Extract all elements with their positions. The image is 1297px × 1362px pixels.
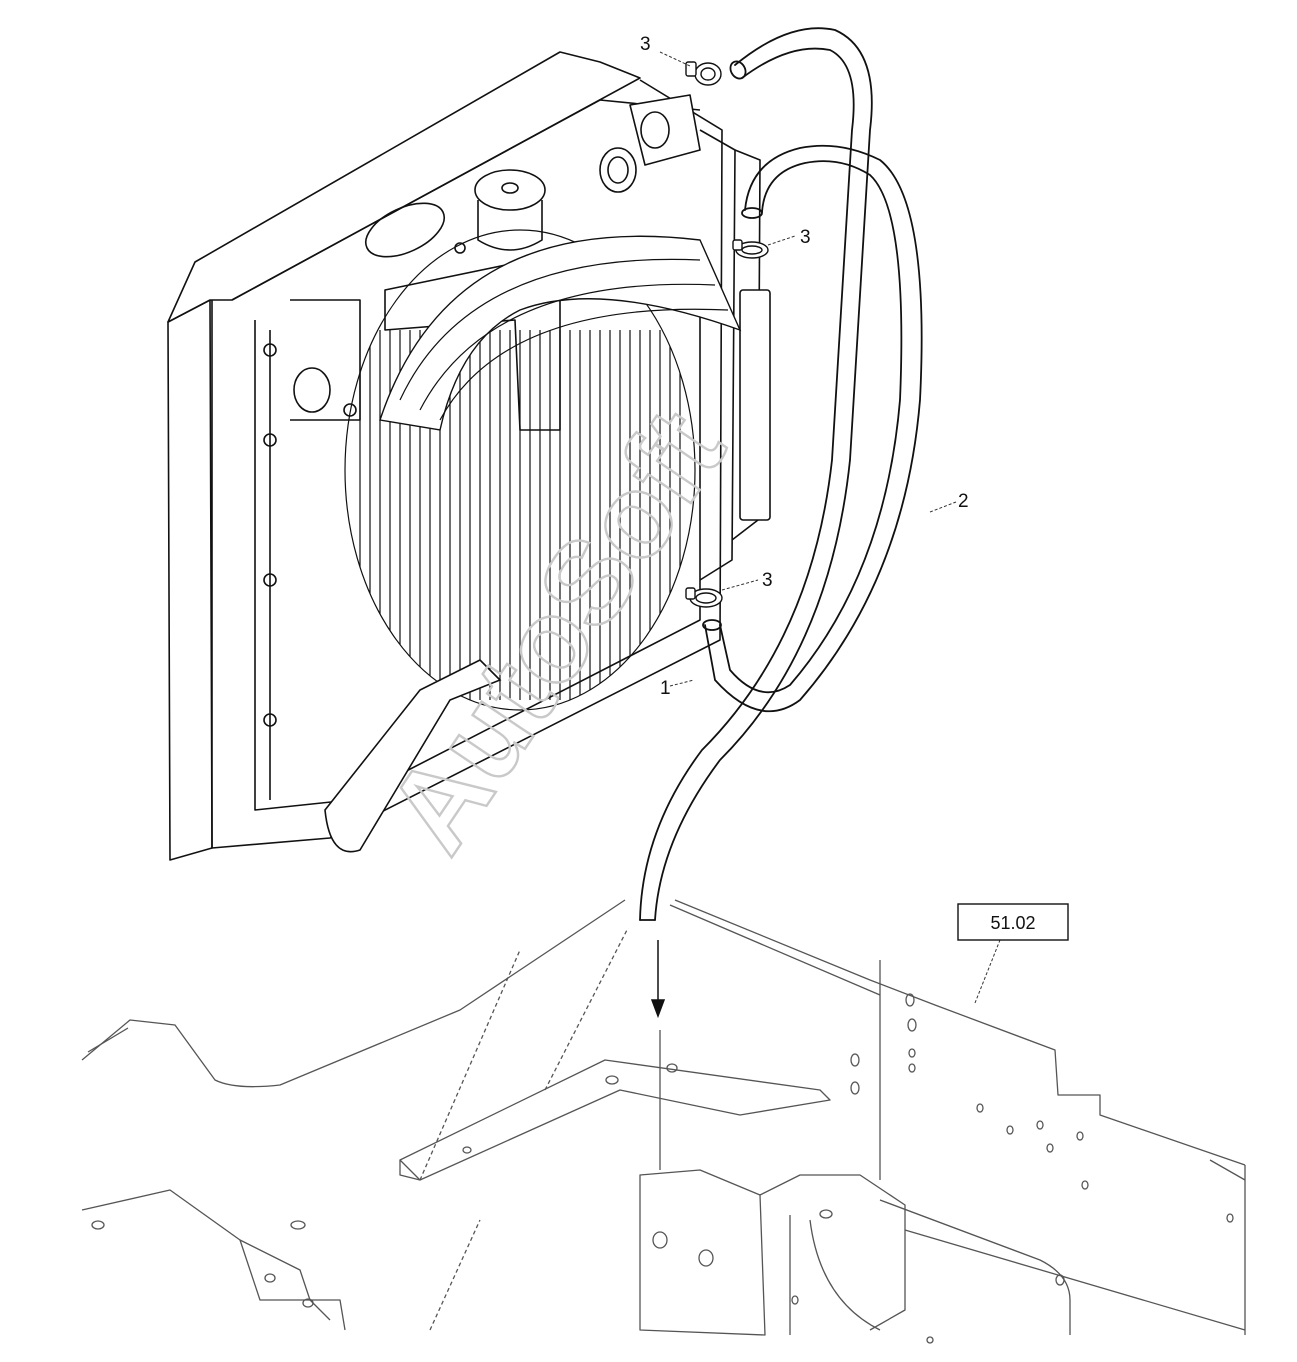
hose-clamp-bottom: [685, 587, 723, 608]
hose-clamp-top: [685, 61, 722, 86]
lower-radiator-hose: [324, 659, 502, 853]
overflow-hose: [639, 27, 923, 921]
callout-3-bottom: 3: [762, 570, 773, 591]
chassis-frame: [81, 899, 1246, 1344]
reference-box-label: 51.02: [990, 913, 1035, 933]
direction-arrow: [650, 940, 666, 1019]
radiator-cap: [474, 169, 546, 211]
reference-box: 51.02: [957, 903, 1069, 941]
inlet-port: [599, 147, 637, 193]
hose-clamps: [685, 61, 769, 608]
hose-clamp-middle: [732, 239, 769, 259]
frame-holes: [91, 993, 1234, 1344]
callout-3-middle: 3: [800, 227, 811, 248]
callout-1: 1: [660, 678, 671, 699]
leader-lines: [659, 51, 1001, 1004]
callout-3-top: 3: [640, 34, 651, 55]
fan-core: [344, 229, 742, 711]
callout-2: 2: [958, 491, 969, 512]
